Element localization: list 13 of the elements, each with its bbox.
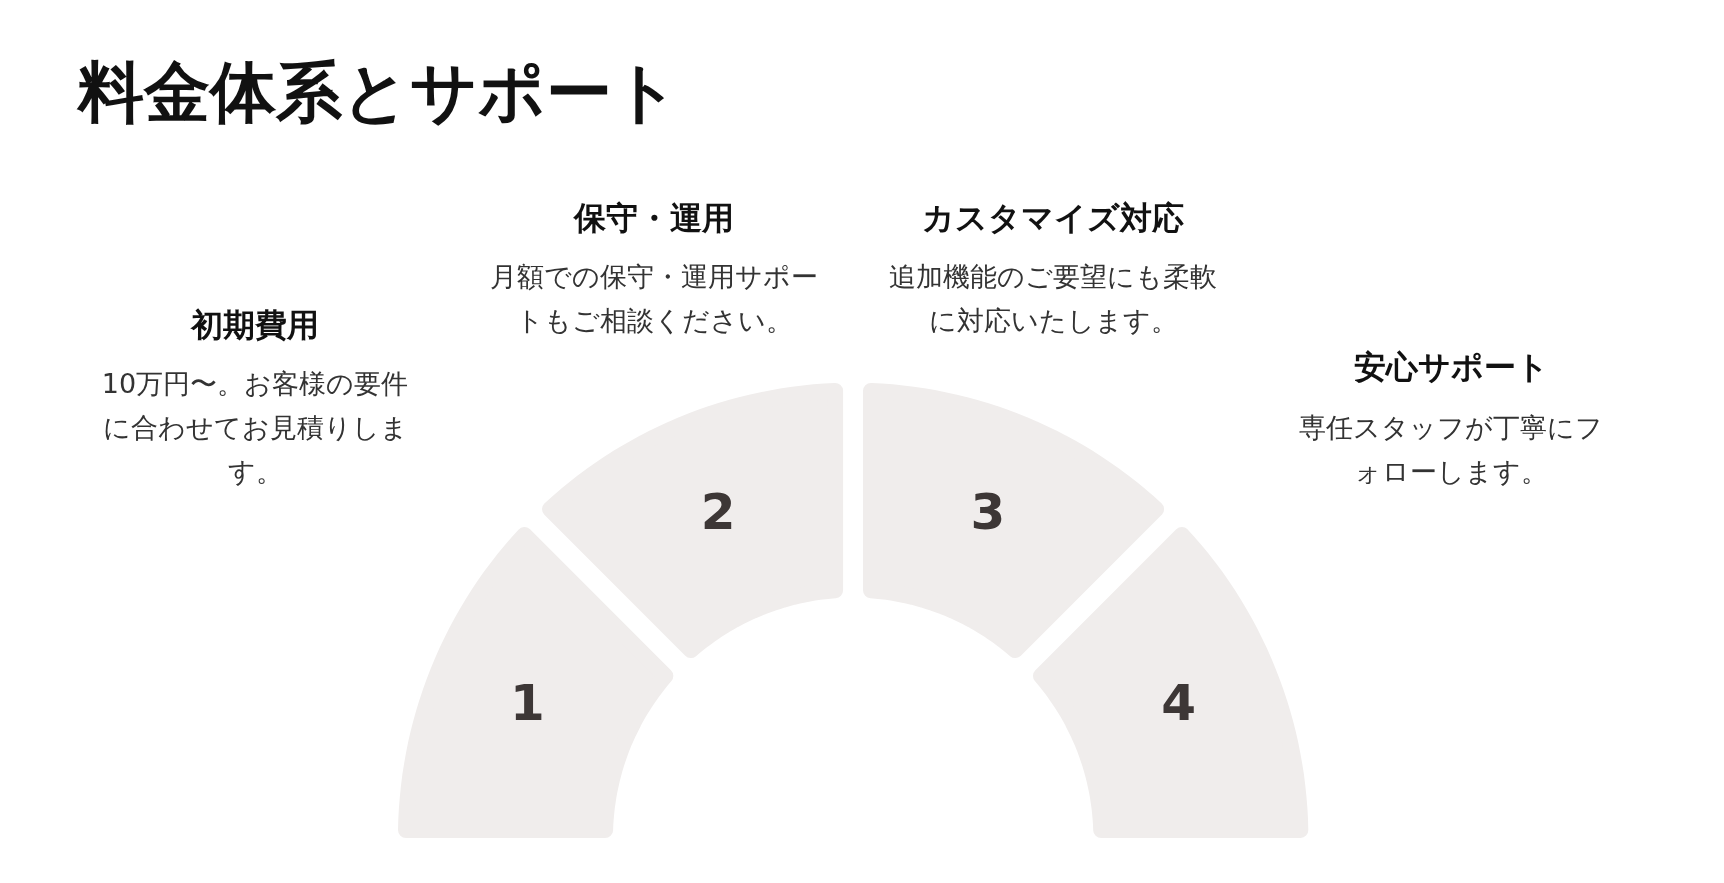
item-heading: 安心サポート bbox=[1353, 348, 1549, 387]
segment-number: 2 bbox=[700, 487, 736, 538]
title: 料金体系とサポート bbox=[78, 53, 680, 133]
segment-number: 4 bbox=[1161, 678, 1197, 729]
item-heading: カスタマイズ対応 bbox=[922, 199, 1184, 238]
item-description: 専任スタッフが丁寧にフォローします。 bbox=[1298, 411, 1604, 489]
segment-number: 1 bbox=[509, 678, 545, 729]
item-heading: 初期費用 bbox=[191, 306, 319, 345]
item-description: 10万円〜。お客様の要件に合わせてお見積りします。 bbox=[100, 367, 410, 489]
item-description: 月額での保守・運用サポートもご相談ください。 bbox=[489, 260, 819, 338]
segment-number: 3 bbox=[970, 487, 1006, 538]
item-description: 追加機能のご要望にも柔軟に対応いたします。 bbox=[888, 260, 1218, 338]
item-heading: 保守・運用 bbox=[574, 199, 734, 238]
